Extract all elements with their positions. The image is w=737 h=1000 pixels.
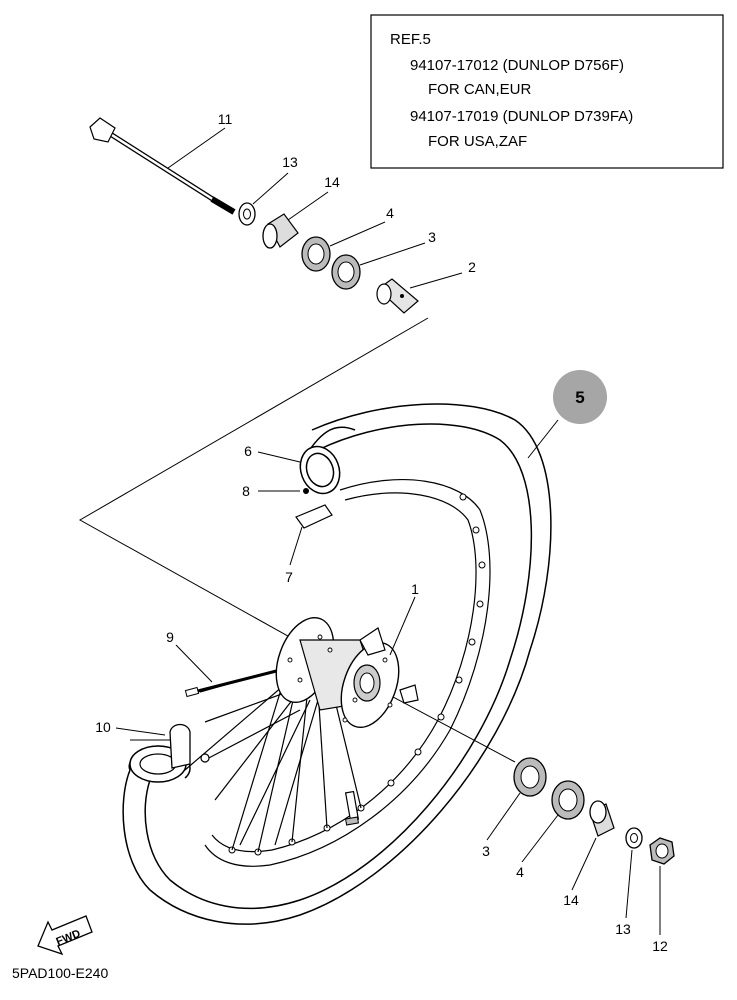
part-label-1: 1	[411, 581, 419, 597]
part-label-14-bottom: 14	[563, 892, 579, 908]
spacer	[376, 278, 419, 314]
rim	[204, 479, 491, 867]
badge-number: 5	[575, 388, 584, 407]
part-label-13-bottom: 13	[615, 921, 631, 937]
part-label-11: 11	[218, 111, 233, 127]
washer-bottom	[625, 827, 643, 849]
part-label-6: 6	[244, 443, 252, 459]
bearing-bottom-4	[551, 780, 585, 820]
reference-box: REF.5 94107-17012 (DUNLOP D756F) FOR CAN…	[370, 14, 724, 169]
rim-lock	[169, 723, 210, 769]
part-labels: 11 13 14 4 3 2 6 8 7 1 9 10 3 4 14 13 12	[95, 111, 668, 954]
hub	[275, 617, 419, 728]
washer-top	[238, 202, 256, 226]
bearing-bottom-3	[513, 757, 547, 797]
reference-line-4: FOR USA,ZAF	[428, 133, 527, 150]
part-label-9: 9	[166, 629, 174, 645]
rim-band	[295, 488, 333, 529]
forward-arrow-icon: FWD	[37, 915, 93, 956]
part-label-2: 2	[468, 259, 476, 275]
collar-top	[262, 213, 299, 249]
valve-stem	[344, 790, 360, 826]
axle	[89, 117, 236, 215]
bearing-top-4	[301, 236, 331, 272]
part-label-4-top: 4	[386, 205, 394, 221]
spoke-nipples	[228, 493, 486, 856]
part-label-13-top: 13	[282, 154, 298, 170]
assembly-guide-lines	[78, 317, 516, 763]
reference-title: REF.5	[390, 31, 431, 48]
reference-line-3: 94107-17019 (DUNLOP D739FA)	[410, 108, 633, 125]
reference-line-2: FOR CAN,EUR	[428, 81, 532, 98]
reference-line-1: 94107-17012 (DUNLOP D756F)	[410, 57, 624, 74]
axle-nut	[649, 837, 675, 865]
part-label-12: 12	[652, 938, 668, 954]
part-label-3-top: 3	[428, 229, 436, 245]
part-label-3-bottom: 3	[482, 843, 490, 859]
part-label-7: 7	[285, 569, 293, 585]
collar-bottom	[589, 800, 615, 837]
part-label-4-bottom: 4	[516, 864, 524, 880]
part-label-10: 10	[95, 719, 111, 735]
bearing-top-3	[331, 254, 361, 290]
part-label-8: 8	[242, 483, 250, 499]
diagram-code: 5PAD100-E240	[12, 965, 108, 981]
part-label-14-top: 14	[324, 174, 340, 190]
leader-lines	[115, 127, 661, 935]
tire-reference-badge: 5	[553, 370, 607, 424]
